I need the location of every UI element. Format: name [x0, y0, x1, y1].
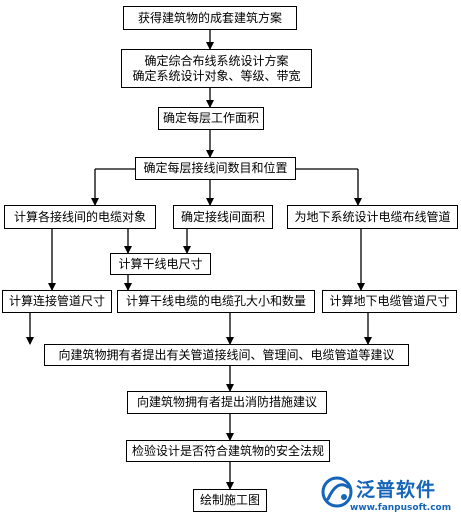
- step-floor-work-area: 确定每层工作面积: [158, 107, 264, 130]
- step-underground-cable-duct-design: 为地下系统设计电缆布线管道: [287, 205, 458, 229]
- step-determine-design-scheme: 确定综合布线系统设计方案 确定系统设计对象、等级、带宽: [121, 49, 312, 88]
- step-get-building-plan: 获得建筑物的成套建筑方案: [123, 6, 297, 30]
- step-fire-safety-recommendation-label: 向建筑物拥有者提出消防措施建议: [136, 395, 317, 409]
- step-trunk-cable-size-label: 计算干线电尺寸: [118, 256, 203, 271]
- step-closet-area-label: 确定接线间面积: [180, 209, 265, 224]
- step-wiring-closet-count-location-label: 确定每层接线间数目和位置: [143, 161, 288, 175]
- step-underground-cable-duct-design-label: 为地下系统设计电缆布线管道: [294, 209, 451, 224]
- step-safety-code-check-label: 检验设计是否符合建筑物的安全法规: [131, 443, 324, 458]
- step-trunk-cable-hole-size-count-label: 计算干线电缆的电缆孔大小和数量: [125, 294, 306, 308]
- step-safety-code-check: 检验设计是否符合建筑物的安全法规: [126, 440, 330, 462]
- step-duct-closet-recommendation-label: 向建筑物拥有者提出有关管道接线间、管理间、电缆管道等建议: [58, 347, 395, 362]
- step-trunk-cable-size: 计算干线电尺寸: [110, 253, 211, 275]
- step-underground-duct-size: 计算地下电缆管道尺寸: [322, 290, 457, 313]
- fanpusoft-watermark: 泛普软件 www.fanpusoft.com: [318, 471, 461, 521]
- step-connecting-duct-size-label: 计算连接管道尺寸: [8, 294, 105, 308]
- step-closet-cable-objects-label: 计算各接线间的电缆对象: [13, 209, 146, 224]
- step-closet-area: 确定接线间面积: [173, 205, 273, 229]
- step-duct-closet-recommendation: 向建筑物拥有者提出有关管道接线间、管理间、电缆管道等建议: [44, 344, 409, 366]
- step-determine-design-scheme-line1: 确定综合布线系统设计方案: [144, 53, 289, 68]
- step-fire-safety-recommendation: 向建筑物拥有者提出消防措施建议: [127, 391, 327, 414]
- step-floor-work-area-label: 确定每层工作面积: [163, 111, 260, 125]
- step-closet-cable-objects: 计算各接线间的电缆对象: [4, 205, 156, 229]
- watermark-brand: 泛普软件: [356, 479, 437, 501]
- step-trunk-cable-hole-size-count: 计算干线电缆的电缆孔大小和数量: [117, 290, 315, 313]
- step-underground-duct-size-label: 计算地下电缆管道尺寸: [329, 294, 450, 308]
- step-wiring-closet-count-location: 确定每层接线间数目和位置: [135, 157, 296, 180]
- step-get-building-plan-label: 获得建筑物的成套建筑方案: [137, 10, 282, 25]
- fanpusoft-logo-icon: [321, 476, 353, 508]
- step-construction-drawings-label: 绘制施工图: [199, 493, 260, 507]
- step-determine-design-scheme-line2: 确定系统设计对象、等级、带宽: [132, 68, 301, 83]
- step-connecting-duct-size: 计算连接管道尺寸: [2, 290, 112, 313]
- step-construction-drawings: 绘制施工图: [193, 489, 267, 512]
- watermark-url: www.fanpusoft.com: [350, 503, 452, 513]
